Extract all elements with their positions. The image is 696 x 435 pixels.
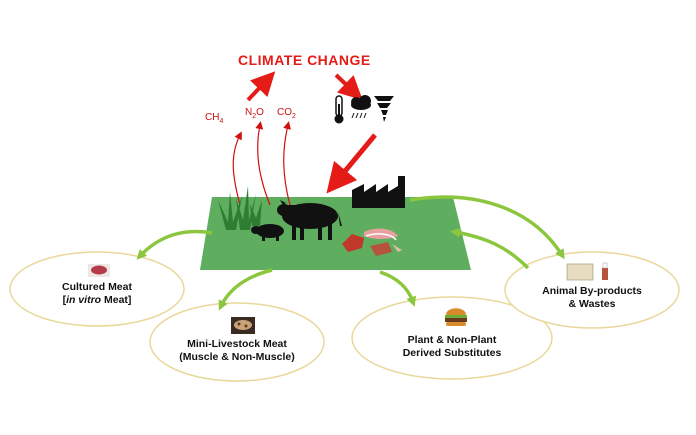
insect-dish-icon [231,317,255,334]
ch4-label: CH4 [205,112,224,125]
green-arrow-field-to-cultured [136,229,213,260]
arrow-weather-to-farm [326,133,377,194]
climate-change-title: CLIMATE CHANGE [238,52,371,68]
green-arrow-field-to-plant [379,270,417,307]
pig-icon [251,224,284,241]
green-arrow-byproducts-curve [409,195,565,260]
burger-icon [445,308,467,326]
arrow-climate-to-weather [334,73,363,101]
plant-substitutes-label: Plant & Non-Plant Derived Substitutes [402,334,502,359]
green-arrow-byproducts-to-field [450,227,530,270]
cow-icon [277,200,342,240]
arrow-emissions-to-climate [246,71,276,102]
node-ellipse-byproducts [504,251,680,329]
rain-cloud-icon [351,95,371,119]
cultured-meat-dish-icon [88,264,110,277]
livestock-field [200,197,471,270]
thermometer-icon [334,95,344,124]
factory-icon [352,176,405,208]
tornado-icon [374,96,394,122]
cultured-meat-label: Cultured Meat [in vitro Meat] [61,281,132,306]
node-ellipse-cultured [9,251,185,327]
animal-byproducts-label: Animal By-products & Wastes [542,285,642,310]
meat-cuts-icon [342,228,402,256]
n2o-label: N2O [245,107,264,120]
grass-icon [218,186,262,230]
byproduct-bottle-icon [566,262,608,281]
mini-livestock-label: Mini-Livestock Meat (Muscle & Non-Muscle… [179,338,295,363]
node-ellipse-plant [351,296,553,380]
emission-n2o-curve [255,121,271,206]
co2-label: CO2 [277,107,296,120]
emission-co2-curve [283,121,291,206]
green-arrow-field-to-mini-livestock [218,268,273,311]
emission-ch4-curve [232,131,242,206]
node-ellipse-mini-livestock [149,302,325,382]
